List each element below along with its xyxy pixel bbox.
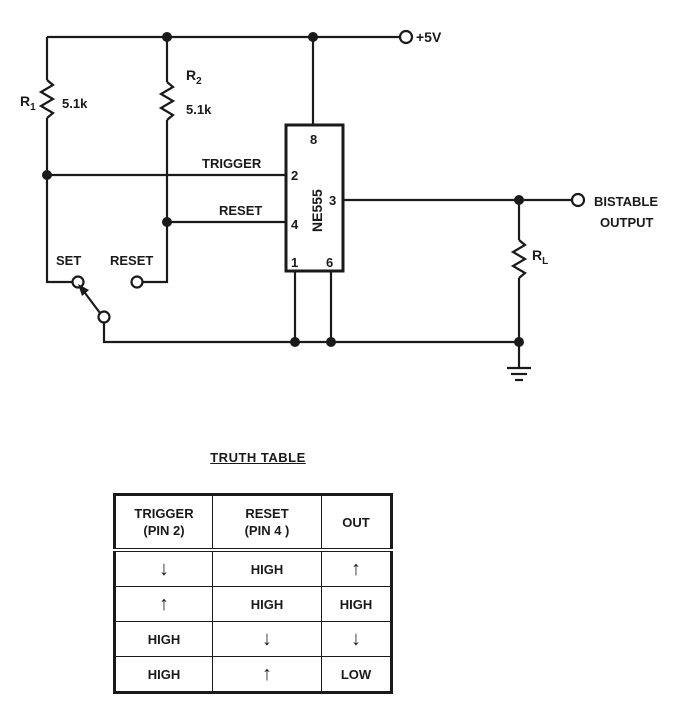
junction-dot	[326, 337, 336, 347]
junction-dot	[308, 32, 318, 42]
cell-reset: HIGH	[212, 549, 322, 587]
cell-trigger: ↓	[114, 549, 213, 587]
set-contact	[71, 275, 85, 289]
r1-resistor	[38, 79, 56, 119]
header-out: OUT	[321, 494, 392, 551]
r1-label: R1	[20, 93, 36, 113]
bistable-schematic: +5V R1 5.1k R2 5.1k TRIGGER RESET NE555 …	[20, 29, 658, 382]
junction-dot	[514, 337, 524, 347]
set-switch-label: SET	[56, 253, 81, 268]
reset-contact-wire	[142, 272, 169, 284]
chip-name: NE555	[309, 189, 325, 232]
ground-icon	[507, 366, 531, 382]
cell-trigger: HIGH	[114, 656, 213, 693]
switch-pivot	[97, 310, 111, 324]
cell-trigger: ↑	[114, 586, 213, 622]
pin-6-label: 6	[326, 255, 333, 270]
r2-label: R2	[186, 67, 202, 87]
reset-wire-label: RESET	[219, 203, 262, 218]
cell-out: ↓	[321, 621, 392, 657]
header-trigger-line2: (PIN 2)	[143, 523, 185, 538]
header-trigger: TRIGGER (PIN 2)	[114, 494, 213, 551]
pin-3-label: 3	[329, 193, 336, 208]
rl-resistor	[510, 239, 528, 279]
pin-8-label: 8	[310, 132, 317, 147]
table-row: HIGH ↑ LOW	[114, 656, 392, 693]
table-row: HIGH ↓ ↓	[114, 621, 392, 657]
junction-dot	[514, 195, 524, 205]
cell-out: ↑	[321, 549, 392, 587]
truth-table-title: TRUTH TABLE	[210, 450, 306, 465]
output-label-line1: BISTABLE	[594, 194, 658, 209]
header-trigger-line1: TRIGGER	[134, 506, 194, 521]
pin-1-label: 1	[291, 255, 298, 270]
pin-4-label: 4	[291, 217, 299, 232]
reset-contact	[130, 275, 144, 289]
junction-dot	[162, 32, 172, 42]
ground-wire	[102, 323, 519, 344]
header-reset: RESET (PIN 4 )	[212, 494, 322, 551]
cell-reset: ↑	[212, 656, 322, 693]
truth-table: TRIGGER (PIN 2) RESET (PIN 4 ) OUT ↓ HIG…	[113, 493, 393, 694]
output-label-line2: OUTPUT	[600, 215, 654, 230]
switch-arm	[78, 284, 101, 314]
header-out-line1: OUT	[342, 514, 370, 530]
junction-dot	[162, 217, 172, 227]
r2-resistor	[158, 81, 176, 121]
rl-label: RL	[532, 247, 548, 267]
cell-out: LOW	[321, 656, 392, 693]
cell-out: HIGH	[321, 586, 392, 622]
truth-table-header-row: TRIGGER (PIN 2) RESET (PIN 4 ) OUT	[114, 494, 392, 551]
cell-reset: HIGH	[212, 586, 322, 622]
junction-dot	[42, 170, 52, 180]
cell-reset: ↓	[212, 621, 322, 657]
output-terminal	[570, 192, 586, 208]
ne555-chip	[284, 123, 345, 273]
trigger-label: TRIGGER	[202, 156, 262, 171]
reset-switch-label: RESET	[110, 253, 153, 268]
pin-2-label: 2	[291, 168, 298, 183]
table-row: ↓ HIGH ↑	[114, 549, 392, 587]
table-row: ↑ HIGH HIGH	[114, 586, 392, 622]
r2-value: 5.1k	[186, 102, 212, 117]
header-reset-line1: RESET	[245, 506, 289, 521]
r1-value: 5.1k	[62, 96, 88, 111]
junction-dot	[290, 337, 300, 347]
supply-label: +5V	[416, 29, 442, 45]
set-contact-wire	[45, 268, 73, 284]
header-reset-line2: (PIN 4 )	[244, 523, 290, 538]
cell-trigger: HIGH	[114, 621, 213, 657]
supply-terminal	[398, 29, 414, 45]
